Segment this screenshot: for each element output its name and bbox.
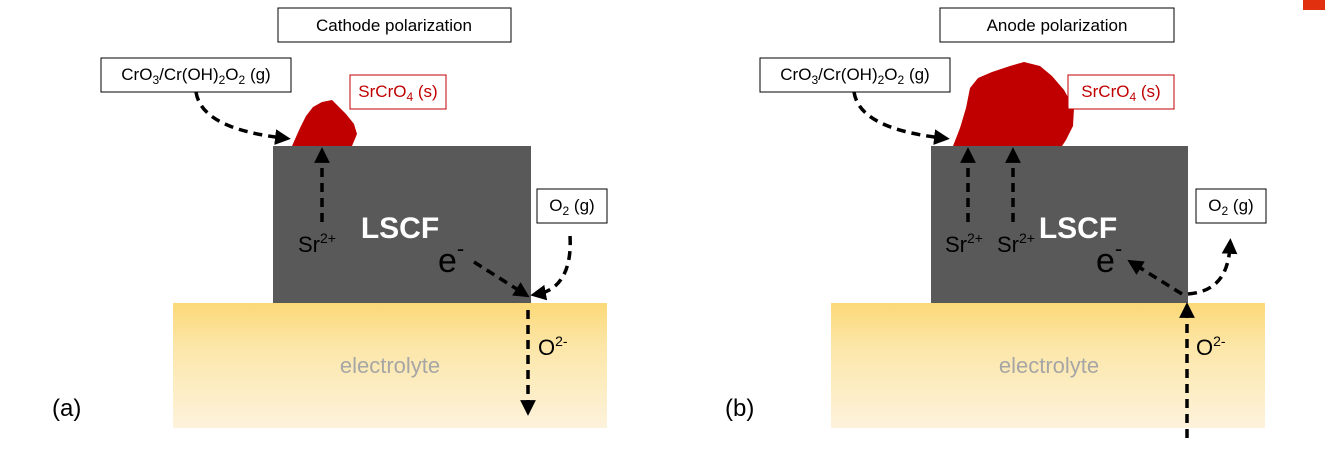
electrolyte-layer [831, 303, 1265, 428]
electrolyte-label: electrolyte [340, 353, 440, 378]
lscf-label: LSCF [361, 212, 439, 245]
electrolyte-label: electrolyte [999, 353, 1099, 378]
electron-flow-arrow [473, 260, 530, 298]
srcro4-label-box [349, 74, 447, 110]
mode-title: Cathode polarization [316, 16, 472, 35]
o2-gas-box [536, 188, 608, 224]
cro3-flow-arrow [852, 91, 950, 145]
panel-b: electrolyte LSCF Anode polarization CrO3… [725, 7, 1267, 438]
sr2-label: Sr2+ [997, 230, 1035, 257]
mode-title-box [277, 7, 512, 43]
o2-flow-arrow [530, 235, 572, 301]
electron-label: e- [1096, 236, 1122, 280]
srcro4-label: SrCrO4 (s) [358, 82, 437, 104]
o2-gas-label: O2 (g) [1208, 196, 1253, 218]
srcro4-label-box [1067, 74, 1175, 110]
o2-gas-box [1195, 188, 1267, 224]
sr2-label: Sr2+ [298, 230, 336, 257]
panel-a: electrolyte LSCF Cathode polarization Cr… [52, 7, 608, 428]
cro3-gas-label: CrO3/Cr(OH)2O2 (g) [121, 65, 270, 87]
oxide-ion-label: O2- [1196, 333, 1226, 360]
electron-label: e- [438, 236, 464, 280]
srcro4-deposit [292, 100, 357, 146]
lscf-electrode [273, 146, 531, 303]
mode-title-box [939, 7, 1175, 43]
lscf-label: LSCF [1039, 212, 1117, 245]
o2-flow-arrow [1187, 238, 1238, 296]
lscf-electrode [931, 146, 1188, 303]
cro3-gas-box [100, 57, 292, 93]
cro3-gas-box [759, 57, 951, 93]
panel-letter: (b) [725, 395, 754, 422]
cro3-gas-label: CrO3/Cr(OH)2O2 (g) [780, 65, 929, 87]
electron-flow-arrow [1127, 259, 1183, 296]
corner-badge [1303, 0, 1325, 10]
panel-letter: (a) [52, 395, 81, 422]
sr2-label: Sr2+ [945, 230, 983, 257]
cro3-flow-arrow [194, 91, 291, 145]
srcro4-deposit [953, 62, 1074, 146]
oxide-ion-label: O2- [538, 333, 568, 360]
o2-gas-label: O2 (g) [549, 196, 594, 218]
mode-title: Anode polarization [987, 16, 1128, 35]
srcro4-label: SrCrO4 (s) [1081, 82, 1160, 104]
